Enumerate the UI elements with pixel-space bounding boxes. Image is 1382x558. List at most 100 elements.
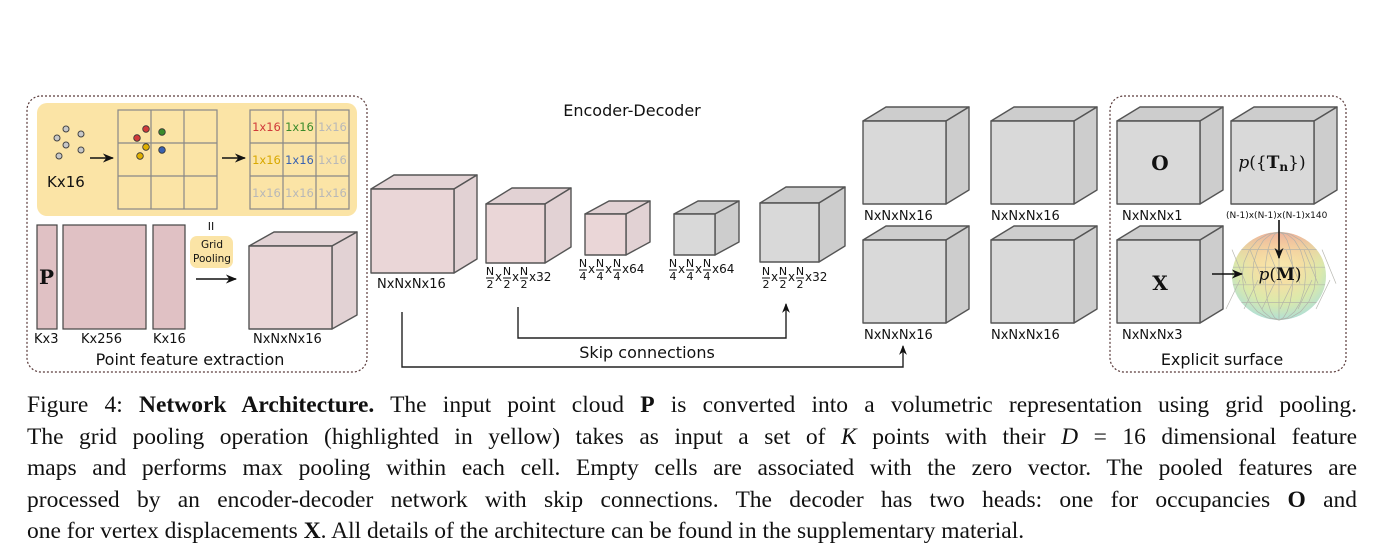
p-symbol: P: [39, 265, 54, 289]
pooled-cell-label: 1x16: [252, 153, 281, 167]
cube-front-face: [862, 120, 947, 205]
cube-front-face: [584, 213, 627, 256]
topology-symbol: p({Tn}): [1238, 153, 1305, 174]
grid-pooling-badge: [190, 236, 233, 268]
svg-text:N: N: [796, 265, 804, 278]
decoder-head-label-2: NxNxNx16: [991, 209, 1060, 224]
svg-text:4: 4: [597, 270, 604, 283]
bar-label-kx256: Kx256: [81, 332, 122, 347]
cube-front-face: [248, 245, 333, 330]
cube-front-face: [673, 213, 716, 256]
svg-text:N: N: [613, 257, 621, 270]
explicit-surface-panel-border: [1109, 95, 1347, 373]
decoder-cube-2: [759, 186, 846, 263]
mesh-symbol: p(M): [1259, 265, 1302, 285]
svg-text:x64: x64: [622, 262, 644, 276]
cube-front-face: [1116, 239, 1201, 324]
skip-connections-label: Skip connections: [579, 343, 715, 362]
skip-connection-outer: [401, 312, 907, 368]
caption-line-1: Figure 4: Network Architecture. The inpu…: [27, 392, 1358, 418]
svg-text:N: N: [703, 257, 711, 270]
pooled-volume-label: NxNxNx16: [253, 332, 322, 347]
decoder-head-cube-4: [990, 225, 1098, 324]
decoder-cube-1: [673, 200, 740, 256]
caption-line-2: The grid pooling operation (highlighted …: [27, 423, 1358, 450]
topology-label: (N-1)x(N-1)x(N-1)x140: [1226, 211, 1328, 221]
encoder-label-1: NxNxNx16: [377, 277, 446, 292]
displacement-symbol: X: [1152, 271, 1168, 295]
cube-side-face: [1073, 225, 1098, 324]
cube-side-face: [453, 174, 478, 274]
grid-pooling-label-1: Grid: [201, 239, 223, 251]
pooled-cell-label: 1x16: [252, 186, 281, 200]
displacement-cube: [1116, 225, 1224, 324]
svg-text:x: x: [678, 262, 685, 276]
cube-front-face: [1116, 120, 1201, 205]
svg-text:x: x: [495, 270, 502, 284]
grid-pooling-label-2: Pooling: [193, 253, 231, 265]
svg-text:2: 2: [504, 278, 511, 291]
pooled-cell-label: 1x16: [285, 153, 314, 167]
decoder-head-cube-1: [862, 106, 970, 205]
svg-text:4: 4: [687, 270, 694, 283]
pooled-cell-label: 1x16: [285, 186, 314, 200]
svg-text:N: N: [579, 257, 587, 270]
grid-points: [133, 125, 166, 160]
svg-text:x: x: [788, 270, 795, 284]
svg-text:4: 4: [704, 270, 711, 283]
input-points-label: Kx16: [47, 173, 85, 191]
svg-text:2: 2: [797, 278, 804, 291]
cube-side-face: [1313, 106, 1338, 205]
displacement-label: NxNxNx3: [1122, 328, 1183, 343]
point-feature-section-label: Point feature extraction: [96, 350, 285, 369]
pooled-cell-label: 1x16: [318, 153, 347, 167]
svg-text:2: 2: [521, 278, 528, 291]
encoder-cube-2: [485, 187, 572, 264]
svg-text:x64: x64: [712, 262, 734, 276]
input-point-cloud: [53, 125, 85, 160]
caption-figure-number: Figure 4:: [27, 392, 123, 418]
skip-connection-inner: [517, 303, 790, 339]
pooled-cell-label: 1x16: [252, 120, 281, 134]
caption-bold-title: Network Architecture.: [139, 392, 375, 418]
mesh-sphere: [1225, 231, 1337, 321]
caption-line-3: maps and performs max pooling within eac…: [27, 455, 1357, 481]
pooling-grid: [117, 109, 218, 210]
cube-front-face: [862, 239, 947, 324]
cube-side-face: [945, 225, 970, 324]
equals-sign: II: [208, 220, 215, 233]
svg-text:x32: x32: [529, 270, 551, 284]
decoder-head-label-3: NxNxNx16: [864, 328, 933, 343]
encoder-cube-1: [370, 174, 478, 274]
svg-text:x: x: [605, 262, 612, 276]
svg-text:x: x: [695, 262, 702, 276]
svg-text:N: N: [520, 265, 528, 278]
cube-side-face: [1199, 106, 1224, 205]
svg-text:4: 4: [670, 270, 677, 283]
cube-front-face: [370, 188, 455, 274]
cube-front-face: [990, 120, 1075, 205]
svg-text:x32: x32: [805, 270, 827, 284]
point-feature-panel-border: [26, 95, 368, 373]
svg-text:N: N: [779, 265, 787, 278]
decoder-head-cube-2: [990, 106, 1098, 205]
cube-front-face: [759, 202, 820, 263]
explicit-surface-section-label: Explicit surface: [1161, 350, 1283, 369]
cube-side-face: [331, 231, 358, 330]
feature-bar-kx16: [152, 224, 186, 330]
feature-bar-kx3: [36, 224, 58, 330]
topology-cube: [1230, 106, 1338, 205]
bar-label-kx3: Kx3: [34, 332, 59, 347]
svg-text:N: N: [686, 257, 694, 270]
svg-text:x: x: [771, 270, 778, 284]
svg-text:N: N: [762, 265, 770, 278]
encoder-cube-3: [584, 200, 651, 256]
pooled-cell-label: 1x16: [318, 120, 347, 134]
bar-label-kx16: Kx16: [153, 332, 186, 347]
svg-text:2: 2: [763, 278, 770, 291]
svg-text:N: N: [503, 265, 511, 278]
svg-text:N: N: [486, 265, 494, 278]
